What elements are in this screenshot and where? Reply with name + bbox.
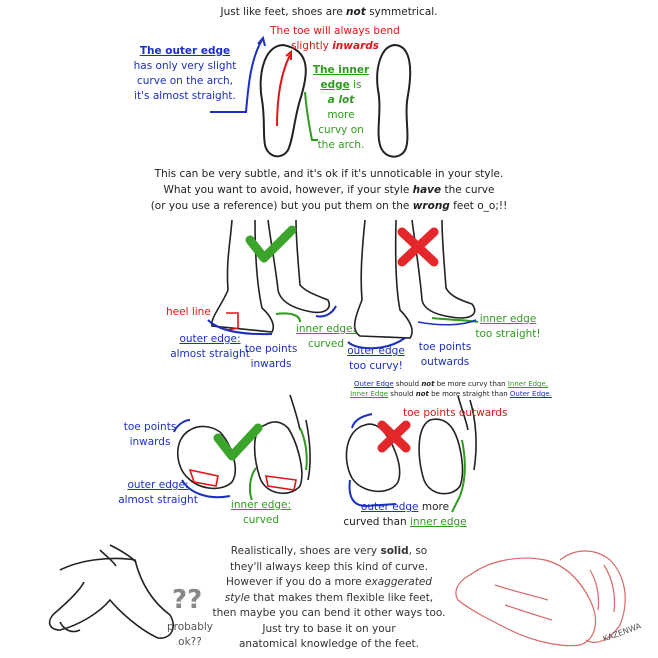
outer-edge-curvy-sole-arrow [348, 479, 397, 508]
outer-edge-note: The outer edge has only very slight curv… [133, 45, 237, 102]
check-mark-sole [213, 423, 263, 461]
outer-edge-curvy-label: outer edge too curvy! [347, 345, 405, 372]
sole-view-wrong-feet [345, 395, 477, 495]
side-view-right-legs [211, 219, 330, 333]
inner-edge-side-arrow [275, 312, 301, 323]
heel-line-mark [226, 312, 239, 331]
toe-points-outwards-sole-label: toe points outwards [403, 407, 508, 419]
exaggerated-shoe-drawing [48, 544, 174, 639]
sole-view-right-feet [177, 394, 311, 495]
inner-edge-curved-side-label: inner edge: curved [295, 323, 357, 350]
cross-mark-sole [377, 420, 411, 453]
heel-line-label: heel line [166, 306, 211, 318]
probably-ok-label: probably ok?? [166, 621, 214, 648]
cross-mark-side [397, 227, 439, 267]
toe-points-inwards-side-label: toe points inwards [244, 343, 298, 370]
page-title: Just like feet, shoes are not symmetrica… [220, 6, 438, 18]
closing-paragraph: Realistically, shoes are very solid, so … [212, 545, 446, 650]
red-foot-sketch [455, 550, 626, 647]
outer-edge-curvy-arrow [347, 337, 406, 350]
side-view-wrong-legs [353, 219, 476, 339]
inner-edge-sole-label: inner edge: curved [230, 499, 292, 526]
inner-edge-arrow [304, 91, 318, 141]
outer-edge-side-arrow [207, 319, 273, 336]
inner-edge-straight-label: inner edge too straight! [475, 313, 541, 340]
left-sole-outline [259, 43, 307, 158]
inner-edge-straight-arrow [431, 317, 479, 323]
inner-edge-note: The inner edge is a lot more curvy on th… [312, 64, 370, 151]
question-marks-graphic: ?? [172, 585, 202, 615]
inner-edge-sole-arrow [248, 467, 257, 501]
check-mark-side [245, 225, 297, 263]
outer-edge-curved-sole-label: outer edge more curved than inner edge [343, 501, 467, 528]
toe-arrow [276, 54, 291, 127]
outer-edge-arrow [210, 39, 263, 113]
inner-edge-sole-wrong-arrow [451, 439, 466, 513]
toe-note: The toe will always bend slightly inward… [270, 25, 400, 52]
subtle-paragraph: This can be very subtle, and it's ok if … [150, 168, 508, 212]
right-sole-outline [376, 43, 412, 158]
outer-edge-side-label: outer edge: almost straight [170, 333, 250, 360]
toe-points-outwards-side-label: toe points outwards [418, 341, 472, 368]
toe-points-inwards-sole-label: toe points inwards [123, 421, 177, 448]
rule-note: Outer Edge should not be more curvy than… [350, 380, 552, 398]
outer-edge-sole-label: outer edge: almost straight [118, 479, 198, 506]
outer-edge-sole-arrow [181, 479, 231, 499]
